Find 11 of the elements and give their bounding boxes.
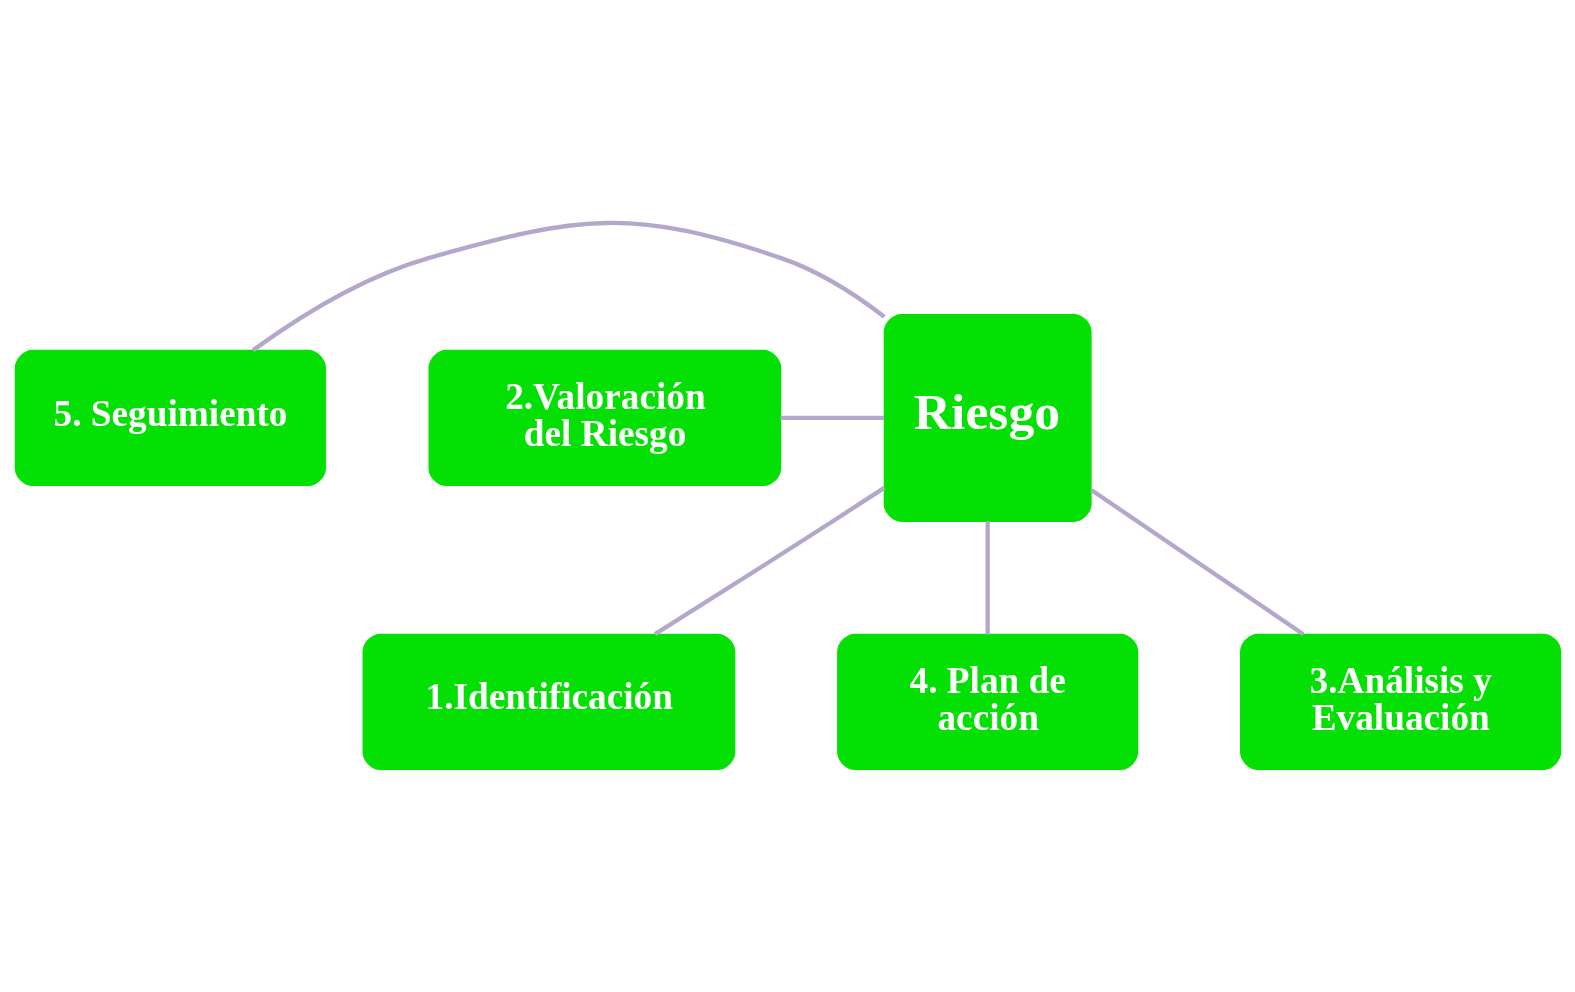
node-box: Riesgo (883, 314, 1092, 522)
node-box: 2.Valoración del Riesgo (427, 349, 781, 487)
node-box: 5. Seguimiento (14, 349, 326, 487)
node-box: 4. Plan de acción (836, 633, 1138, 770)
connector (251, 220, 886, 352)
connector (985, 521, 990, 635)
node-box: 3.Análisis y Evaluación (1239, 633, 1561, 770)
connector (780, 415, 884, 421)
node-box: 1.Identificación (362, 633, 735, 770)
connector (653, 486, 885, 636)
connector (1089, 488, 1304, 636)
